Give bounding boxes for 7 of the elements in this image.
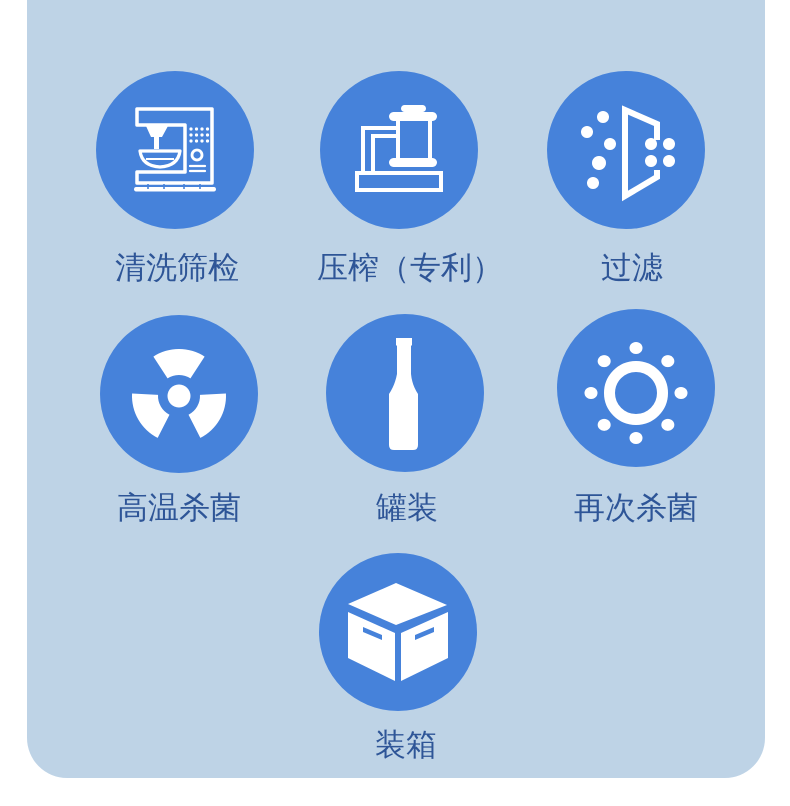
step-label: 压榨（专利） [317,249,503,287]
step-label: 清洗筛检 [115,249,239,287]
step-label: 再次杀菌 [574,489,698,527]
step-label: 高温杀菌 [117,489,241,527]
step-label: 罐装 [376,489,438,527]
step-label: 装箱 [375,726,437,764]
step-label: 过滤 [601,249,663,287]
